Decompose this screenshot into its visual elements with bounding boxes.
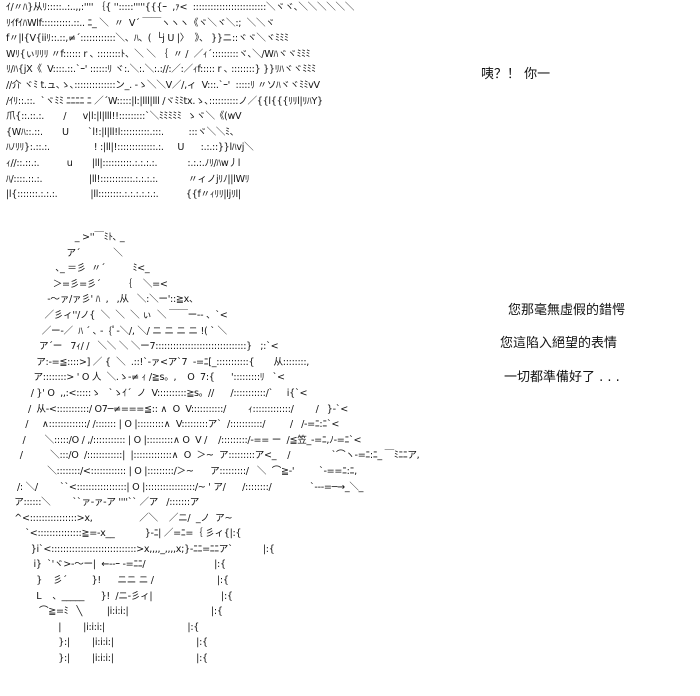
dialogue-line-4: 一切都準備好了 . . . [504,370,620,385]
ascii-art-top-panel: ｲ/〃ﾊ}从ﾘ:::::..:..,,:'''' ｛{ '':::::'''''… [6,2,355,201]
dialogue-line-2: 您那毫無虛假的錯愕 [508,303,626,318]
dialogue-line-3: 您這陷入絕望的表情 [500,336,618,351]
ascii-art-bottom-panel: _ >''￣ﾐﾄ､ _ ア´ ＼ ､_ ＝彡 〃´ ﾐ<_ ＞=彡=彡´ ｛ ＼… [14,232,420,665]
dialogue-line-1: 咦？！ 你一 [481,67,551,82]
